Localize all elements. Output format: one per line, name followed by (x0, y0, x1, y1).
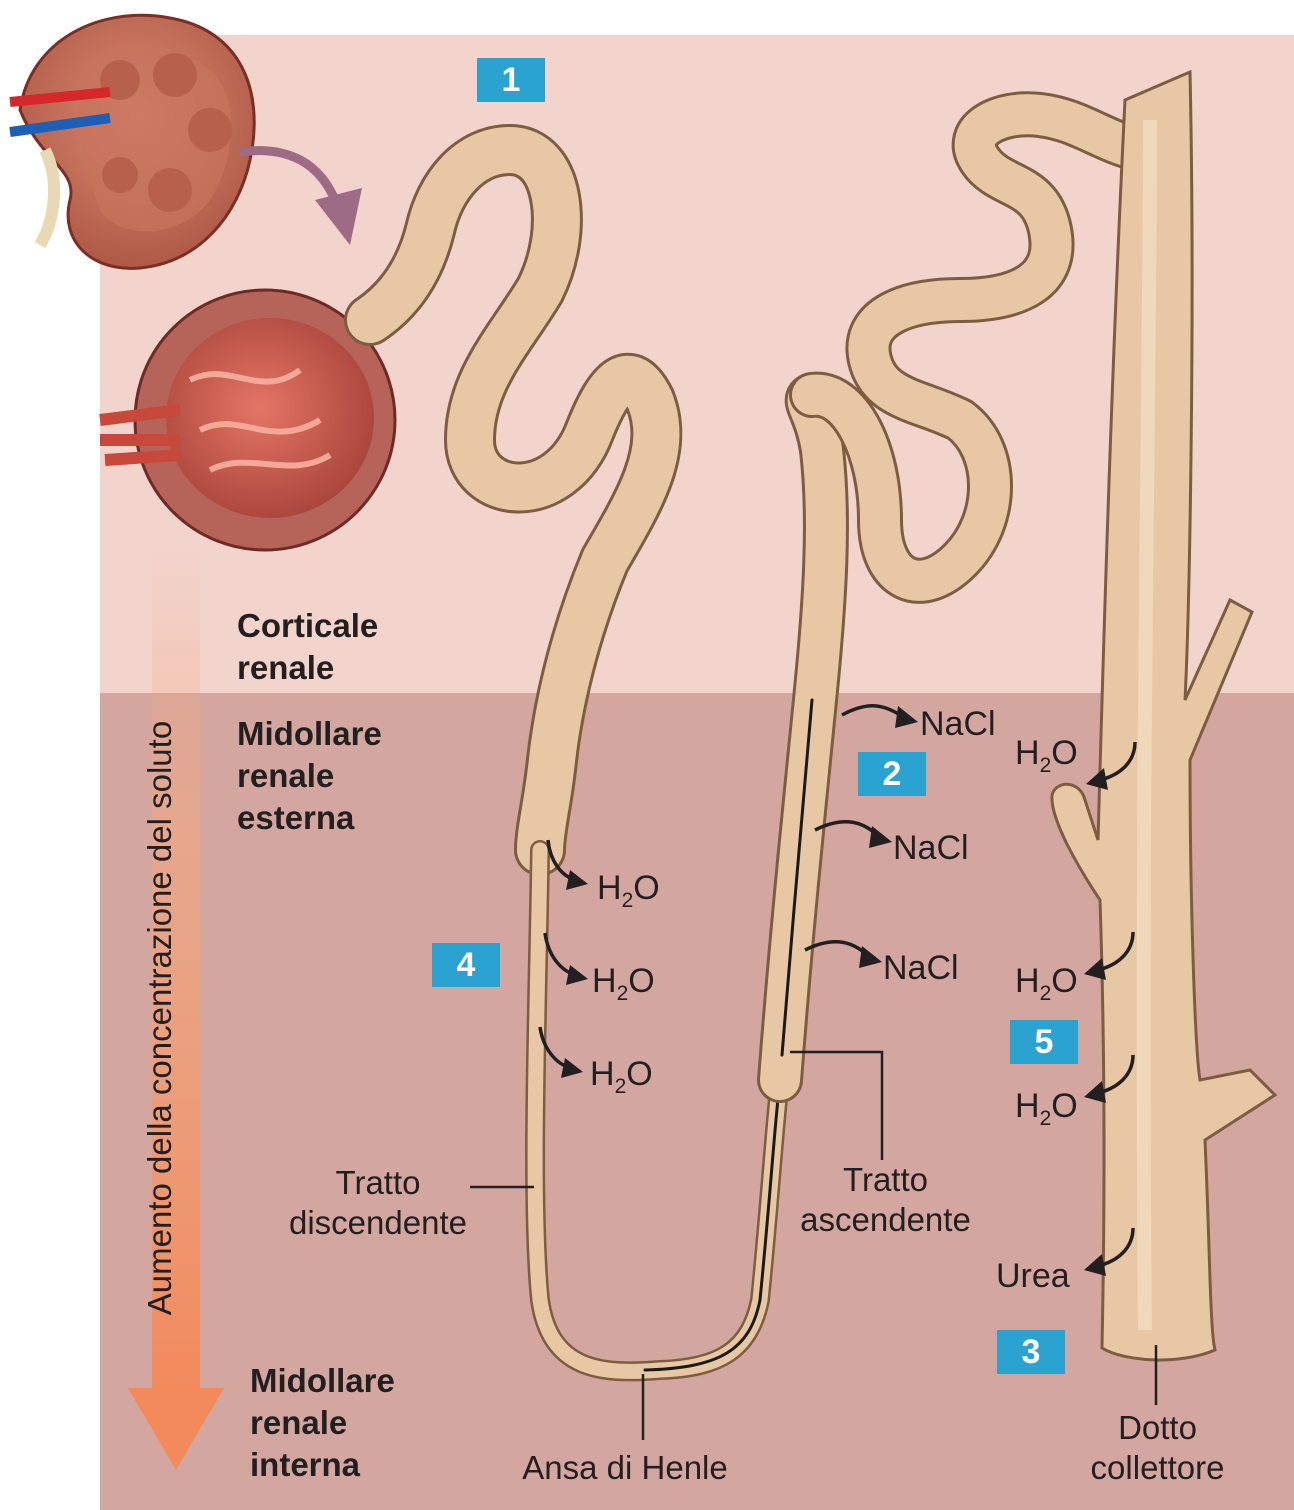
duct-line1: Dotto (1070, 1408, 1245, 1448)
descending-line1: Tratto (268, 1163, 488, 1203)
water-label: H2O (1015, 735, 1078, 784)
ascending-line2: ascendente (778, 1200, 993, 1240)
label-descending-limb: Tratto discendente (268, 1163, 488, 1243)
step-badge-4: 4 (432, 943, 500, 987)
water-label: H2O (1015, 1088, 1078, 1137)
duct-line2: collettore (1070, 1448, 1245, 1488)
zone-cortex-line1: Corticale (237, 605, 378, 647)
nacl-label: NaCl (893, 830, 969, 866)
step-badge-2: 2 (858, 752, 926, 796)
water-label: H2O (592, 963, 655, 1012)
step-badge-3: 3 (997, 1330, 1065, 1374)
step-badge-1: 1 (477, 58, 545, 102)
ascending-line1: Tratto (778, 1160, 993, 1200)
water-label: H2O (590, 1056, 653, 1105)
zone-outer-line3: esterna (237, 797, 382, 839)
loop-of-henle (535, 850, 780, 1371)
nacl-label: NaCl (883, 950, 959, 986)
nacl-label: NaCl (920, 706, 996, 742)
urea-label: Urea (996, 1258, 1070, 1294)
zoom-arrow (240, 151, 362, 245)
label-loop-of-henle: Ansa di Henle (495, 1448, 755, 1488)
zone-cortex-line2: renale (237, 647, 378, 689)
water-label: H2O (1015, 963, 1078, 1012)
zone-label-outer-medulla: Midollare renale esterna (237, 713, 382, 839)
solute-gradient-label: Aumento della concentrazione del soluto (140, 658, 180, 1378)
zone-label-cortex: Corticale renale (237, 605, 378, 689)
step-badge-5: 5 (1010, 1020, 1078, 1064)
water-label: H2O (597, 870, 660, 919)
zone-outer-line2: renale (237, 755, 382, 797)
descending-line2: discendente (268, 1203, 488, 1243)
label-collecting-duct: Dotto collettore (1070, 1408, 1245, 1488)
zone-inner-line2: renale (250, 1402, 395, 1444)
collecting-duct (1052, 72, 1275, 1360)
zone-label-inner-medulla: Midollare renale interna (250, 1360, 395, 1486)
zone-inner-line3: interna (250, 1444, 395, 1486)
zone-inner-line1: Midollare (250, 1360, 395, 1402)
label-ascending-limb: Tratto ascendente (778, 1160, 993, 1240)
zone-outer-line1: Midollare (237, 713, 382, 755)
kidney-icon (10, 15, 254, 268)
